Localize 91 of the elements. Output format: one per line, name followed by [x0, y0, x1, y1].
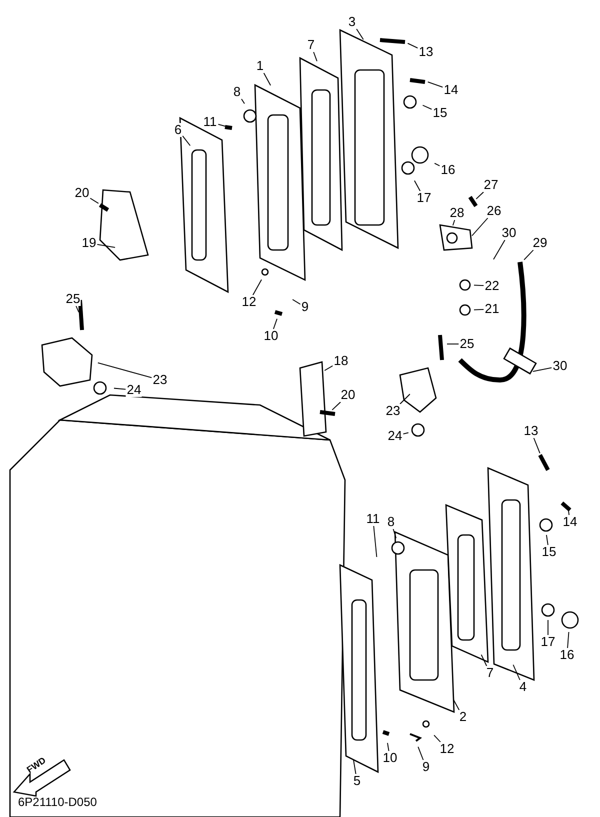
callout-number: 14	[442, 83, 460, 97]
leader-line	[217, 124, 226, 127]
leader-line	[434, 162, 440, 166]
leader-line	[96, 244, 116, 248]
leader-line	[332, 402, 342, 410]
leader-line	[568, 509, 570, 516]
callout-number: 25	[64, 292, 82, 306]
callout-number: 23	[152, 373, 168, 387]
callout-number: 30	[500, 226, 518, 240]
leader-line	[474, 284, 484, 286]
leader-line	[273, 318, 278, 330]
callout-number: 28	[448, 206, 466, 220]
leader-line	[263, 72, 272, 86]
callout-number: 11	[365, 512, 381, 526]
callout-number: 20	[340, 388, 356, 402]
callout-number: 7	[306, 38, 316, 52]
callout-number: 4	[518, 680, 528, 694]
leader-line	[407, 42, 418, 49]
leader-line	[114, 388, 126, 390]
leader-line	[90, 198, 99, 204]
callout-number: 17	[540, 635, 556, 649]
callout-number: 16	[440, 163, 456, 177]
callout-number: 5	[352, 774, 362, 788]
callout-number: 3	[347, 15, 357, 29]
callout-number: 6	[173, 123, 183, 137]
leader-line	[418, 746, 424, 760]
leader-line	[476, 192, 484, 200]
leader-line	[373, 526, 378, 558]
leader-line	[452, 220, 456, 226]
callout-number: 22	[484, 279, 500, 293]
leader-line	[313, 52, 318, 62]
callout-number: 25	[458, 337, 476, 351]
callout-number: 17	[416, 191, 432, 205]
callout-number: 24	[126, 383, 142, 397]
leader-line	[324, 365, 334, 371]
leader-line	[427, 82, 444, 88]
callout-number: 9	[421, 760, 431, 774]
leader-line	[474, 308, 484, 310]
leader-line	[533, 438, 540, 454]
callout-number: 23	[384, 404, 402, 418]
leader-line	[97, 362, 152, 378]
leader-line	[493, 240, 506, 260]
leader-line	[512, 664, 520, 680]
leader-line	[480, 654, 488, 666]
callout-number: 1	[255, 59, 265, 73]
leader-line	[546, 534, 548, 546]
callout-number: 15	[432, 106, 448, 120]
callout-number: 29	[532, 236, 548, 250]
callout-number: 13	[418, 45, 434, 59]
callout-number: 27	[482, 178, 500, 192]
callout-number: 10	[262, 329, 280, 343]
callout-number: 26	[486, 204, 502, 218]
leader-line	[472, 218, 488, 236]
leader-line	[453, 699, 460, 710]
leader-line	[252, 279, 262, 296]
leader-line	[422, 104, 432, 110]
callout-number: 8	[232, 85, 242, 99]
leader-line	[524, 250, 534, 260]
leader-line	[76, 306, 80, 313]
callout-number: 30	[552, 359, 568, 373]
callout-number: 2	[458, 710, 468, 724]
callout-number: 20	[74, 186, 90, 200]
callout-number: 11	[202, 115, 218, 129]
leader-line	[434, 734, 441, 742]
callout-number: 19	[80, 236, 98, 250]
leader-line	[532, 367, 552, 372]
callout-number: 12	[240, 295, 258, 309]
leader-line	[402, 432, 409, 434]
leader-line	[414, 180, 421, 192]
callout-number: 7	[485, 666, 495, 680]
leader-line	[400, 394, 410, 404]
callout-number: 14	[562, 515, 578, 529]
leader-line	[387, 742, 390, 752]
callout-number: 9	[300, 300, 310, 314]
callout-number: 16	[558, 648, 576, 662]
leader-line	[241, 98, 245, 104]
leader-line	[356, 28, 364, 40]
leader-line	[392, 528, 397, 539]
leader-line	[567, 632, 570, 648]
diagram-code: 6P21110-D050	[18, 795, 97, 809]
leader-line	[353, 760, 356, 774]
callout-number: 8	[386, 515, 396, 529]
callout-number: 12	[438, 742, 456, 756]
callout-number: 24	[386, 429, 404, 443]
callout-number: 18	[332, 354, 350, 368]
leader-line	[292, 299, 301, 305]
leader-line	[182, 135, 191, 146]
callout-number: 13	[522, 424, 540, 438]
callout-number: 15	[540, 545, 558, 559]
callout-number: 10	[382, 751, 398, 765]
callout-number: 21	[484, 302, 500, 316]
